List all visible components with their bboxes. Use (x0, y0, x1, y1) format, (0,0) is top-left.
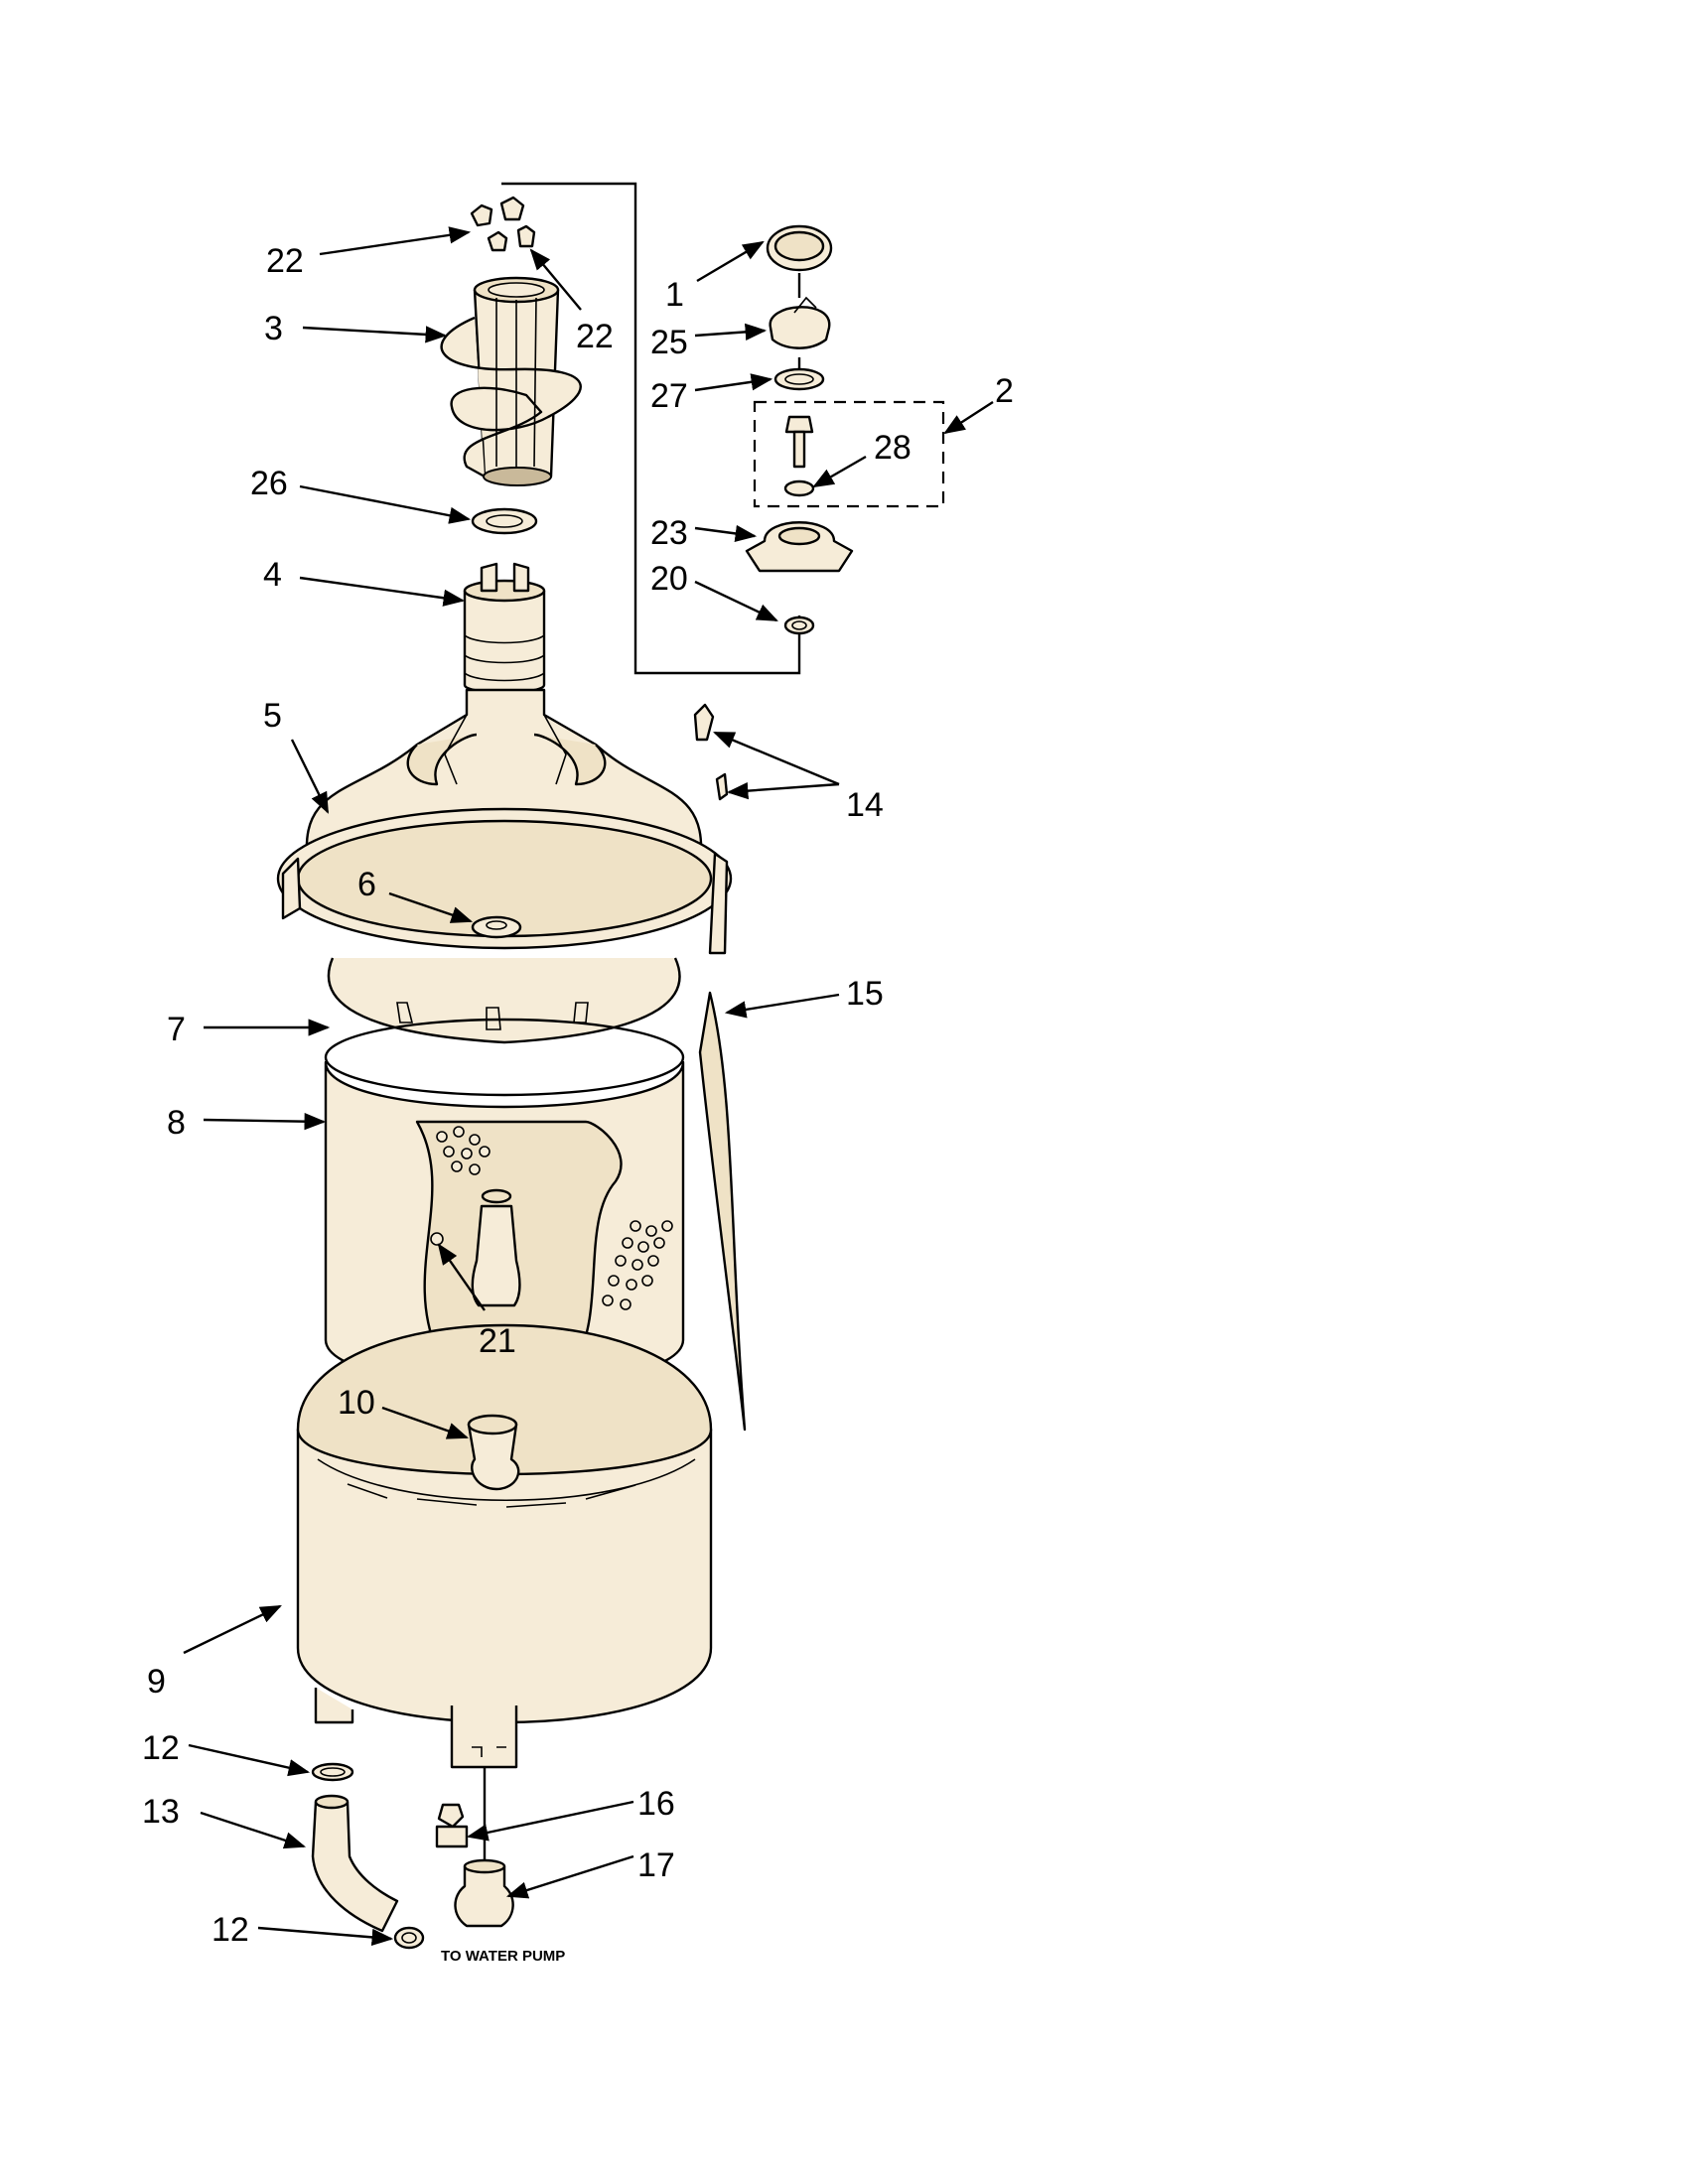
leader-lines (183, 226, 994, 1947)
label-8: 8 (167, 1104, 186, 1142)
clip-part-22 (470, 196, 536, 252)
label-27: 27 (650, 377, 688, 415)
label-25: 25 (650, 324, 688, 361)
label-28: 28 (874, 429, 912, 467)
label-9: 9 (147, 1663, 166, 1701)
bracket-part-14 (693, 703, 729, 801)
label-16: 16 (637, 1785, 675, 1823)
label-21: 21 (479, 1322, 516, 1360)
seal-part-6 (471, 915, 522, 939)
label-12b: 12 (211, 1911, 249, 1949)
part-labels: 22 22 3 26 4 5 6 7 8 21 10 9 12 13 12 1 … (142, 242, 1014, 1965)
label-23: 23 (650, 514, 688, 552)
label-4: 4 (263, 556, 282, 594)
label-20: 20 (650, 560, 688, 598)
label-6: 6 (357, 866, 376, 903)
basket-part-8 (324, 1060, 685, 1387)
clamp-part-12-bottom (393, 1926, 425, 1950)
label-7: 7 (167, 1011, 186, 1048)
hose-part-13 (311, 1794, 399, 1933)
label-15: 15 (846, 975, 884, 1013)
label-26: 26 (250, 465, 288, 502)
bolt-part-16 (435, 1767, 487, 1866)
label-14: 14 (846, 786, 884, 824)
kit-2-dashed-box (753, 400, 945, 508)
washer-part-20 (783, 615, 815, 635)
drive-shaft-part-4 (463, 562, 546, 694)
clamp-part-12-top (311, 1762, 354, 1782)
gasket-part-26 (471, 507, 538, 535)
label-17: 17 (637, 1846, 675, 1884)
cam-part-23 (745, 521, 854, 573)
label-22b: 22 (576, 318, 614, 355)
ring-part-27 (773, 367, 825, 391)
basket-holes (436, 1126, 673, 1310)
basket-assembly-part-5 (276, 688, 733, 955)
label-10: 10 (338, 1384, 375, 1422)
label-1: 1 (665, 276, 684, 314)
label-3: 3 (264, 310, 283, 347)
cap-part-25 (769, 296, 831, 349)
label-2: 2 (995, 372, 1014, 410)
spring-kit-part-28 (783, 415, 815, 497)
auger-part-3 (440, 276, 582, 486)
label-12a: 12 (142, 1729, 180, 1767)
label-22a: 22 (266, 242, 304, 280)
tub-ring-part-7 (324, 957, 685, 1097)
note-to-water-pump: TO WATER PUMP (441, 1948, 565, 1965)
drain-part-10 (467, 1414, 520, 1491)
cap-part-1 (766, 224, 833, 272)
outer-tub-part-9 (296, 1323, 713, 1769)
label-5: 5 (263, 697, 282, 735)
label-13: 13 (142, 1793, 180, 1831)
strap-part-15 (698, 991, 747, 1432)
fitting-part-17 (454, 1858, 514, 1928)
